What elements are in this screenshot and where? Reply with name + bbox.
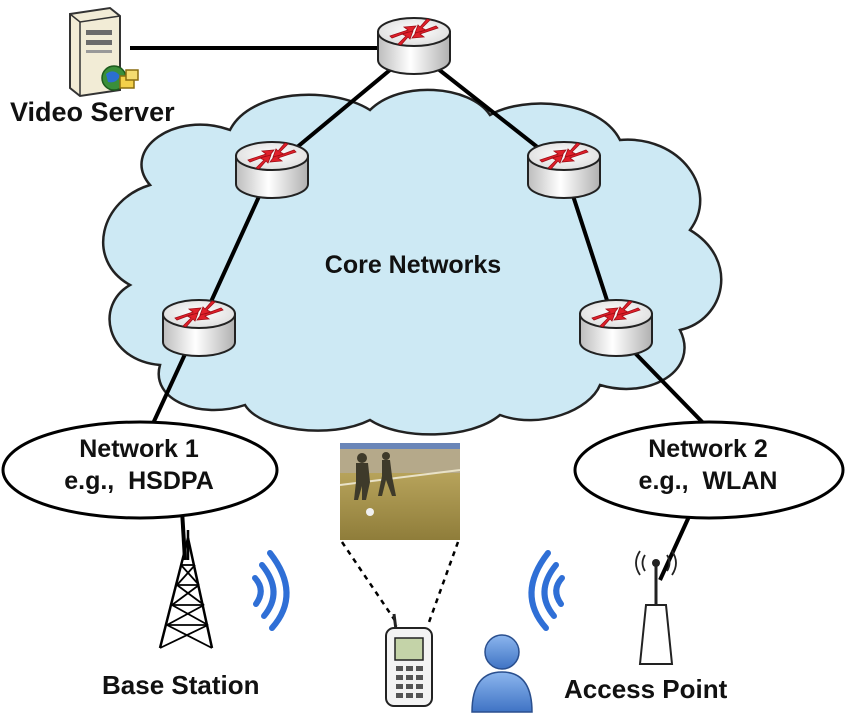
network-1-name: Network 1 [79,435,199,463]
router-icon-core-right-lower [579,299,653,357]
router-icon-core-right-upper [527,141,601,199]
video-server-label: Video Server [10,97,175,127]
wireless-waves-icon [252,550,290,631]
network-1-oval [1,420,279,520]
access-point-label: Access Point [564,674,728,704]
router-icon-core-left-upper [235,141,309,199]
router-icon-top [377,17,451,75]
phone-icon [385,613,433,707]
network-2-label: Network 2 e.g., WLAN [573,433,843,497]
network-2-example: e.g., WLAN [638,467,778,495]
server-icon [69,6,139,98]
wireless-waves-icon-right [528,550,565,631]
video-link-lines [340,541,460,626]
router-icon-core-left-lower [162,299,236,357]
video-frame-image [339,443,461,540]
access-point-icon [635,550,677,665]
network-2-name: Network 2 [648,435,768,463]
base-station-label: Base Station [102,670,260,700]
network-1-example: e.g., HSDPA [64,467,214,495]
network-2-oval [573,420,845,520]
core-networks-label: Core Networks [324,251,502,279]
tower-icon [158,530,214,649]
user-icon [471,634,533,713]
network-1-label: Network 1 e.g., HSDPA [0,433,278,497]
